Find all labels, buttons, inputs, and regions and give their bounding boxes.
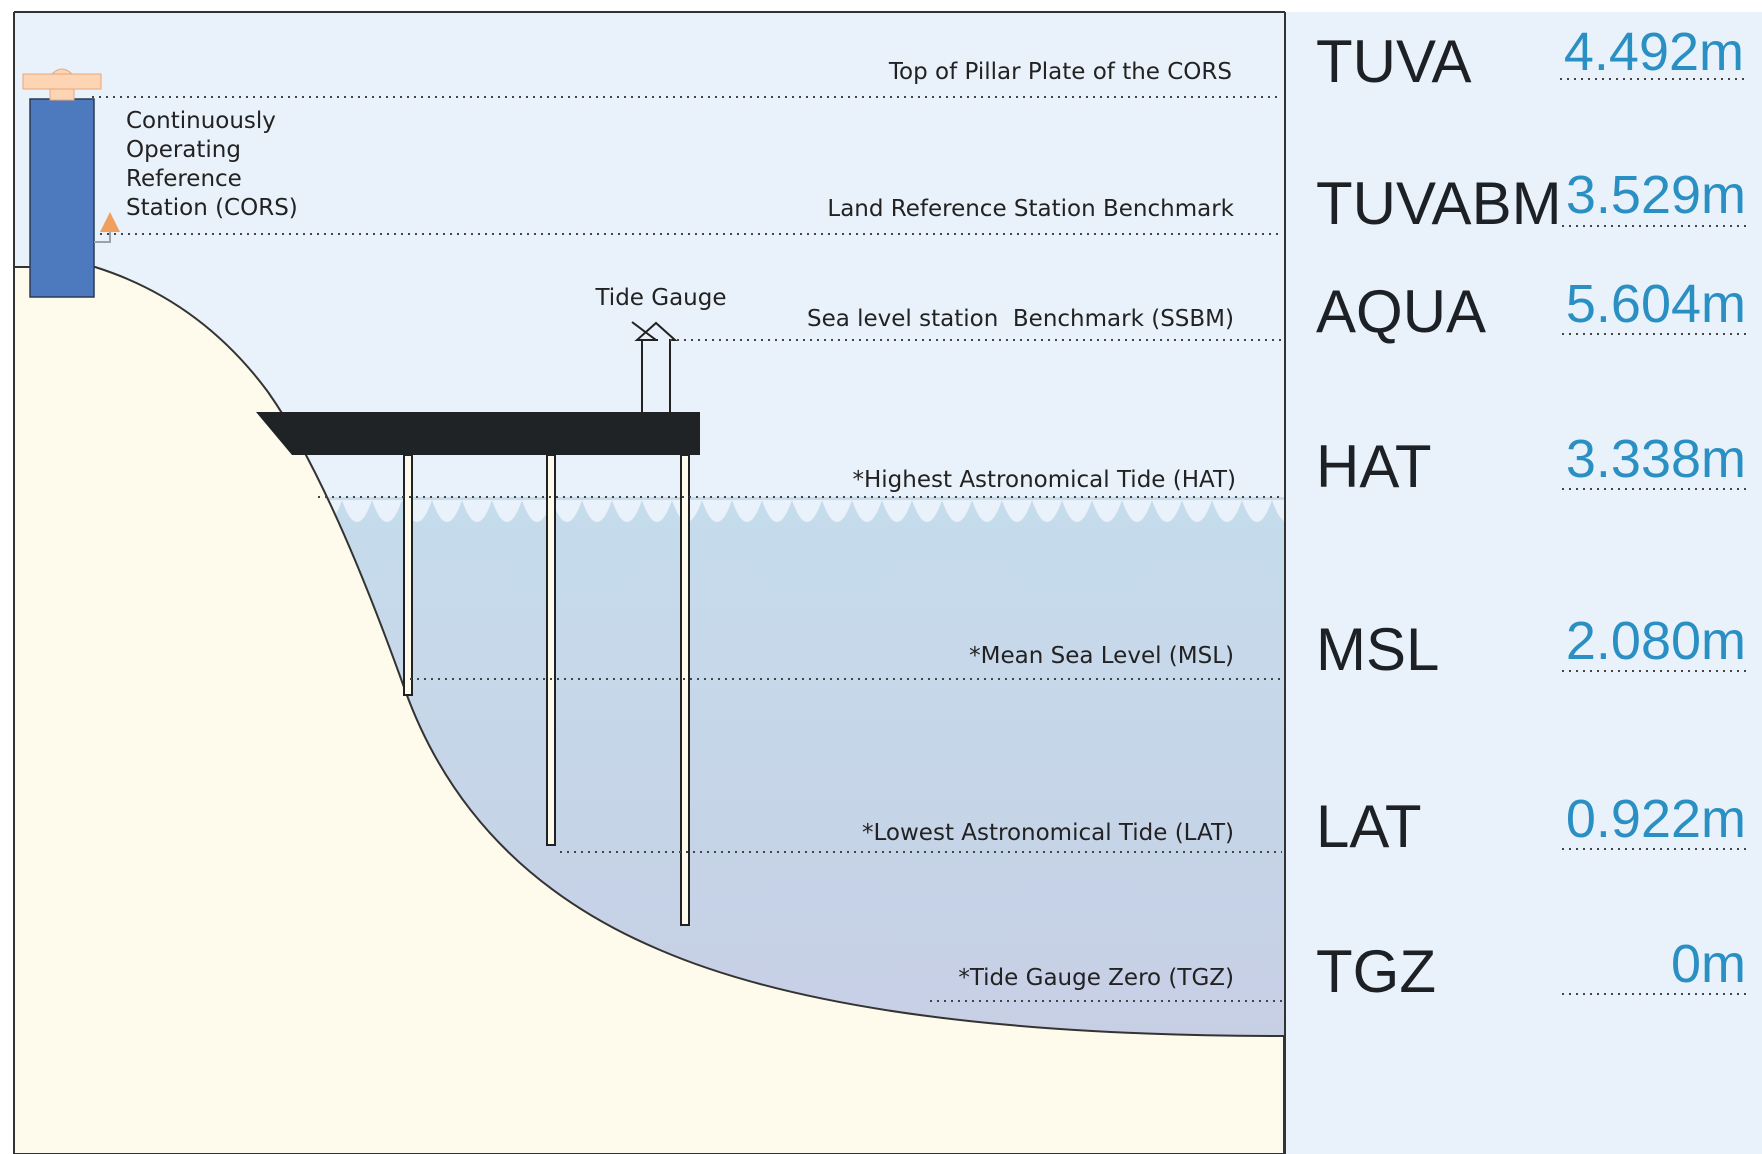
benchmark-triangle-icon — [100, 212, 120, 232]
level-value-tuva: 4.492m — [1564, 22, 1744, 82]
level-code-tuva: TUVA — [1316, 28, 1472, 95]
land-mass — [14, 266, 1284, 1154]
cors-pillar-plate — [22, 73, 102, 90]
cors-label-line-4: Station (CORS) — [126, 195, 298, 221]
value-panel: TUVA TUVABM AQUA HAT MSL LAT TGZ 4.492m … — [1316, 22, 1746, 1005]
level-code-hat: HAT — [1316, 433, 1432, 500]
level-code-tuvabm: TUVABM — [1316, 170, 1562, 237]
level-value-tuvabm: 3.529m — [1566, 165, 1746, 225]
tide-gauge-label: Tide Gauge — [594, 285, 726, 311]
cors-label-line-2: Operating — [126, 137, 241, 163]
reference-lines — [92, 96, 1282, 1002]
level-value-lat: 0.922m — [1566, 789, 1746, 849]
cors-pillar — [29, 98, 95, 298]
level-label-tuvabm: Land Reference Station Benchmark — [827, 196, 1234, 222]
water-body — [318, 497, 1284, 1036]
level-code-lat: LAT — [1316, 793, 1422, 860]
jetty-deck — [256, 412, 700, 455]
benchmark-bracket — [94, 232, 111, 243]
cors-antenna-dome — [50, 68, 74, 75]
value-underlines — [1560, 78, 1746, 995]
level-value-msl: 2.080m — [1566, 611, 1746, 671]
level-code-aqua: AQUA — [1316, 278, 1486, 345]
level-value-aqua: 5.604m — [1566, 274, 1746, 334]
level-value-hat: 3.338m — [1566, 429, 1746, 489]
level-label-tuva: Top of Pillar Plate of the CORS — [888, 59, 1232, 85]
cors-pillar-plate-neck — [49, 87, 75, 101]
level-value-tgz: 0m — [1671, 934, 1746, 994]
level-code-msl: MSL — [1316, 616, 1439, 683]
level-code-tgz: TGZ — [1316, 938, 1436, 1005]
level-label-hat: *Highest Astronomical Tide (HAT) — [853, 467, 1237, 493]
level-label-lat: *Lowest Astronomical Tide (LAT) — [862, 820, 1234, 846]
value-panel-background — [1285, 12, 1762, 1154]
cors-label-line-3: Reference — [126, 166, 242, 192]
level-label-tgz: *Tide Gauge Zero (TGZ) — [958, 965, 1234, 991]
level-label-aqua: Sea level station Benchmark (SSBM) — [807, 306, 1234, 332]
cors-label-line-1: Continuously — [126, 108, 276, 134]
tide-gauge-arrow — [631, 321, 678, 412]
level-label-msl: *Mean Sea Level (MSL) — [969, 643, 1234, 669]
